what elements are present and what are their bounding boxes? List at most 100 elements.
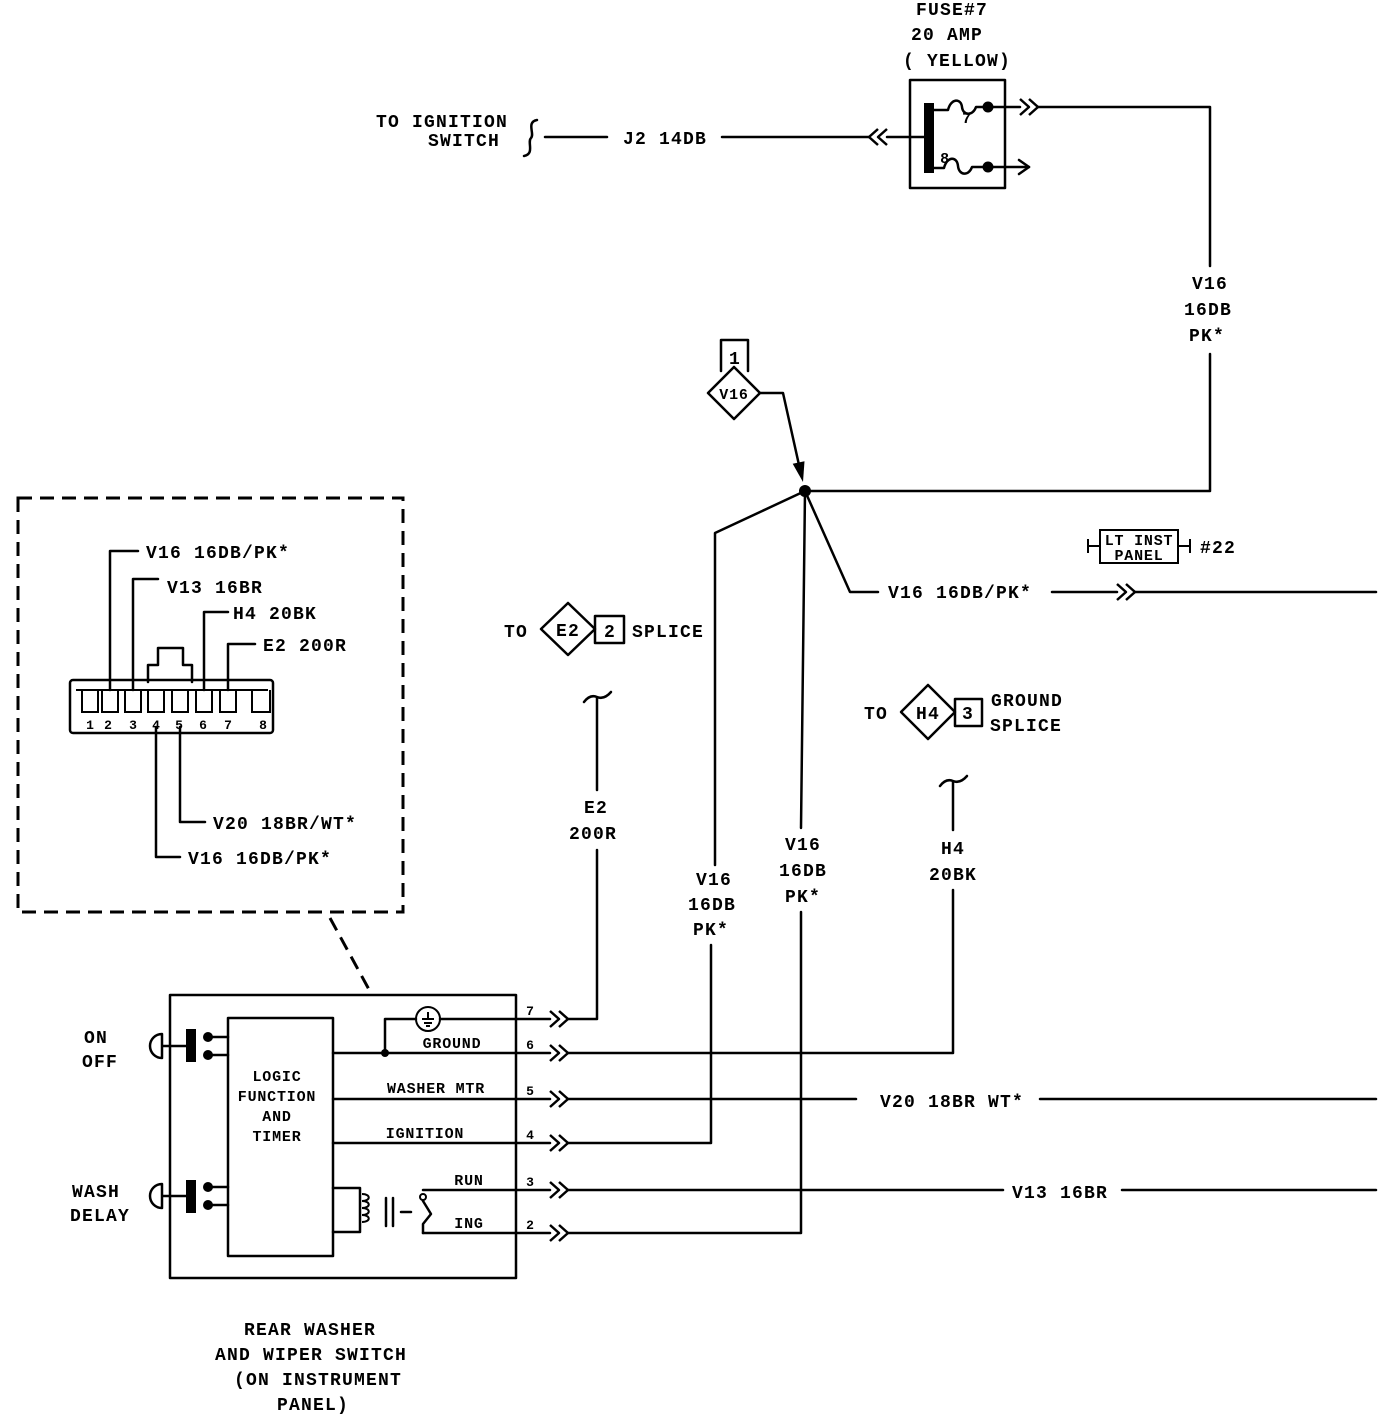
inset-wire-cavity-5-label: V20 18BR/WT* [213, 815, 357, 835]
h4-splice-to: TO [864, 705, 888, 725]
on-off-leads [206, 1035, 230, 1057]
inset-leader [328, 917, 374, 996]
panel-wire-label: V16 16DB/PK* [888, 584, 1032, 604]
inset-wire-cavity-5 [178, 725, 207, 824]
inset-wire-cavity-3 [131, 577, 160, 692]
pin-number: 5 [526, 1084, 534, 1099]
fuse-block: FUSE#7 20 AMP ( YELLOW) 7 8 [903, 1, 1031, 190]
v16-wire-ignition-label-1: V16 [696, 871, 732, 891]
fuse-name: FUSE#7 [916, 1, 988, 21]
pin-7-circuit [383, 1017, 552, 1055]
run-wire: V13 16BR [566, 1184, 1378, 1204]
delay-label: DELAY [70, 1207, 130, 1227]
relay-core-icon [384, 1196, 413, 1228]
v16-connector-id: V16 [719, 387, 748, 404]
relay-switch-arm [421, 1199, 433, 1235]
connector-cavity-number: 3 [129, 718, 137, 733]
v16-wire-ignition-label-2: 16DB [688, 896, 736, 916]
connector-cavity-number: 1 [86, 718, 94, 733]
v16-connector: 1 V16 [706, 338, 811, 497]
h4-splice-pin-box [953, 697, 984, 728]
lt-inst-panel-ref: #22 [1200, 539, 1236, 559]
inset-dashed-border [16, 496, 405, 914]
on-label: ON [84, 1029, 108, 1049]
fuse-cavity-7: 7 [962, 111, 972, 128]
h4-wire-label-2: 20BK [929, 866, 977, 886]
v16-wire-ing-label-1: V16 [785, 836, 821, 856]
pin-5-label: WASHER MTR [387, 1081, 485, 1098]
h4-splice-id: H4 [916, 705, 940, 725]
v16-wire-ing-segment [566, 910, 803, 1235]
off-label: OFF [82, 1053, 118, 1073]
v16-wire-ing-label-2: 16DB [779, 862, 827, 882]
switch-caption-4: PANEL) [277, 1396, 349, 1416]
e2-splice-id: E2 [556, 622, 580, 642]
run-wire-label: V13 16BR [1012, 1184, 1108, 1204]
ignition-feed: TO IGNITION SWITCH J2 14DB [376, 113, 928, 158]
pin-number: 4 [526, 1128, 534, 1143]
pin-number: 3 [526, 1175, 534, 1190]
logic-block-label-4: TIMER [252, 1129, 301, 1146]
connector-cavity-number: 6 [199, 718, 207, 733]
switch-housing [168, 993, 518, 1280]
inset-wire-cavity-6-label: H4 20BK [233, 605, 317, 625]
e2-wire-label-2: 200R [569, 825, 617, 845]
e2-splice-pin: 2 [604, 623, 616, 643]
fuse-rating: 20 AMP [911, 26, 983, 46]
washer-motor-wire: V20 18BR WT* [566, 1093, 1378, 1113]
fuse-7-connector-chevrons [1018, 97, 1040, 117]
wash-delay-contact-bar [186, 1180, 196, 1213]
v16-connector-lead [758, 391, 803, 476]
fuse-output-wire-segment [803, 352, 1212, 493]
ignition-to-label-1: TO IGNITION [376, 113, 508, 133]
fuse-color: ( YELLOW) [903, 52, 1011, 72]
fuse-link-8 [932, 157, 990, 175]
pin-3-label: RUN [454, 1173, 483, 1190]
rear-washer-wiper-switch: LOGIC FUNCTION AND TIMER ON OFF WASH DEL… [70, 993, 570, 1416]
v16-connector-cavity: 1 [729, 350, 741, 370]
v16-wire-ignition-label-3: PK* [693, 921, 729, 941]
fuse-cavity-8: 8 [940, 151, 950, 168]
connector-cavity-number: 4 [152, 718, 160, 733]
v16-wire-ing-label-3: PK* [785, 888, 821, 908]
logic-block-label-1: LOGIC [252, 1069, 301, 1086]
wash-delay-button-icon [148, 1182, 188, 1210]
pin-2-connector-chevrons [548, 1223, 570, 1243]
fuse-box [908, 78, 1007, 190]
logic-block-label-3: AND [262, 1109, 291, 1126]
lt-inst-panel-label-1: LT INST [1105, 533, 1174, 550]
v16-wire-ignition: V16 16DB PK* [566, 489, 807, 1145]
v16-connector-tab [719, 338, 750, 373]
h4-wire-label-1: H4 [941, 840, 965, 860]
v16-connector-arrowhead [792, 461, 805, 482]
relay-coil-icon [361, 1193, 370, 1223]
h4-wire-segment [566, 888, 955, 1055]
fuse-output-wire-label-1: V16 [1192, 275, 1228, 295]
connector-inset: 1 2 3 4 5 6 7 8 V16 16DB/PK* V13 16BR H4… [16, 496, 405, 996]
pin-3-connector-chevrons [548, 1180, 570, 1200]
switch-caption-2: AND WIPER SWITCH [215, 1346, 407, 1366]
ground-icon [422, 1012, 434, 1027]
fuse-output-wire-segment [1036, 105, 1212, 268]
fuse-bus-bar [924, 103, 934, 173]
h4-ground-splice: TO H4 3 GROUND SPLICE H4 20BK [566, 683, 1063, 1055]
relay-contact [419, 1193, 427, 1201]
h4-splice-label-1: GROUND [991, 692, 1063, 712]
panel-connector-chevrons [1115, 582, 1137, 602]
inset-wire-cavity-7 [226, 642, 257, 692]
lt-inst-panel-label-2: PANEL [1114, 548, 1163, 565]
pin-number: 7 [526, 1004, 534, 1019]
fuse-output-wire-label-3: PK* [1189, 327, 1225, 347]
e2-splice-pin-box [593, 614, 626, 645]
panel-wire-segment [803, 489, 880, 594]
inset-wire-cavity-4 [154, 725, 182, 859]
inset-wire-cavity-6 [202, 610, 230, 692]
lt-inst-panel-feed: V16 16DB/PK* LT INST PANEL #22 [803, 489, 1378, 604]
connector-cavity-number: 8 [259, 718, 267, 733]
washer-motor-wire-label: V20 18BR WT* [880, 1093, 1024, 1113]
inset-wire-cavity-3-label: V13 16BR [167, 579, 263, 599]
connector-cavity-number: 2 [104, 718, 112, 733]
e2-splice-to: TO [504, 623, 528, 643]
inset-wire-cavity-4-label: V16 16DB/PK* [188, 850, 332, 870]
